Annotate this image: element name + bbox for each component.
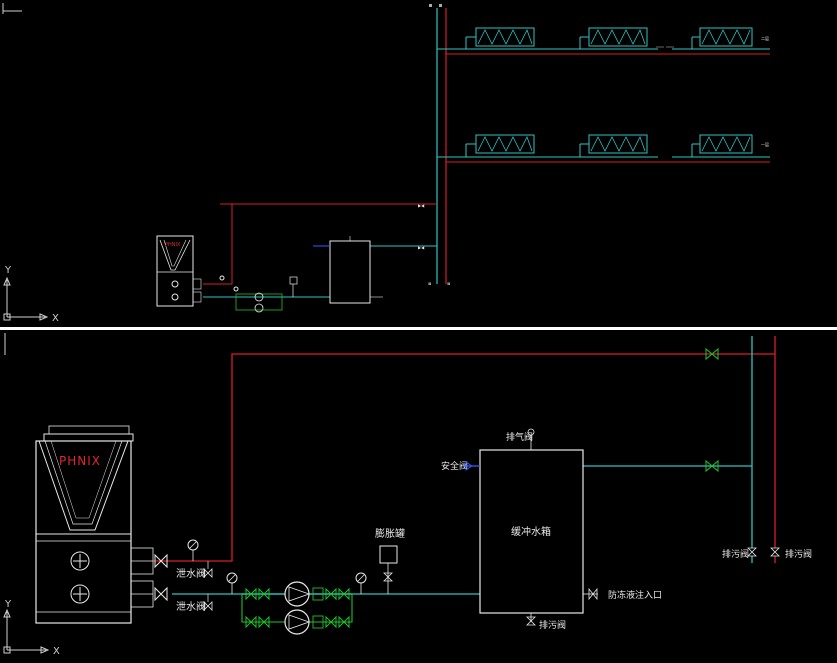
fan-coil-icon xyxy=(579,27,648,49)
expansion-tank[interactable]: 膨胀罐 xyxy=(375,527,405,594)
check-valve-icon[interactable] xyxy=(258,615,270,629)
return-drain-valve-label: 泄水阀 xyxy=(176,600,206,613)
gate-valve-icon[interactable] xyxy=(245,587,257,601)
fan-inlet-icon xyxy=(70,584,90,604)
supply-drain-valve-label: 泄水阀 xyxy=(176,567,206,580)
ucs-x-label-bottom: X xyxy=(53,646,60,657)
fan-coil-icon xyxy=(465,134,535,157)
floor-1-label: 一层 xyxy=(761,141,769,147)
gate-valve-icon[interactable] xyxy=(245,615,257,629)
svg-text:⊠: ⊠ xyxy=(447,281,450,286)
buffer-tank-label: 缓冲水箱 xyxy=(511,525,551,538)
ucs-axis-icon: Y X xyxy=(3,599,60,657)
pressure-gauge-icon xyxy=(226,572,238,594)
vent-valve-label: 排气阀 xyxy=(506,431,533,443)
viewport-divider xyxy=(0,327,837,330)
svg-text:▶◀: ▶◀ xyxy=(418,245,425,250)
fan-coil-icon xyxy=(465,27,535,49)
safety-valve-label: 安全阀 xyxy=(441,460,468,472)
ucs-axis-icon: Y X xyxy=(3,265,59,324)
vent-valve-icon[interactable] xyxy=(527,428,535,450)
pressure-gauge-icon xyxy=(187,539,199,561)
ucs-y-label: Y xyxy=(4,265,12,276)
check-valve-icon[interactable] xyxy=(325,587,337,601)
gate-valve-icon[interactable] xyxy=(338,587,350,601)
floor-2-label: 二层 xyxy=(761,35,769,41)
check-valve-icon[interactable] xyxy=(325,615,337,629)
fan-coil-icon xyxy=(691,27,753,49)
fan-outlet-icon xyxy=(70,551,90,571)
heat-pump-unit[interactable]: PHNIX xyxy=(35,425,154,624)
ucs-x-label: X xyxy=(52,313,59,324)
left-riser-drain-label: 排污阀 xyxy=(722,548,749,560)
gate-valve-icon[interactable] xyxy=(705,347,719,361)
fan-coil-icon xyxy=(579,134,648,157)
overview-viewport: 二层 一层 xyxy=(156,4,770,313)
right-riser-drain-label: 排污阀 xyxy=(785,548,812,560)
gate-valve-icon[interactable] xyxy=(338,615,350,629)
circulation-pump-icon[interactable] xyxy=(284,581,311,607)
overview-brand: PHNIX xyxy=(165,242,181,248)
fan-coil-icon xyxy=(691,134,753,157)
pump-group xyxy=(241,581,353,635)
gate-valve-icon[interactable] xyxy=(154,553,168,569)
bottom-drain-valve-label: 排污阀 xyxy=(539,619,566,631)
buffer-tank[interactable]: 缓冲水箱 xyxy=(479,449,584,614)
floor-1-branch: 一层 xyxy=(437,134,770,163)
circulation-pump-icon[interactable] xyxy=(284,609,311,635)
drain-valve-icon[interactable] xyxy=(770,547,780,557)
antifreeze-inlet-label: 防冻液注入口 xyxy=(608,589,662,601)
gate-valve-icon[interactable] xyxy=(705,459,719,473)
floor-2-branch: 二层 xyxy=(437,27,770,55)
svg-text:⊠: ⊠ xyxy=(428,281,431,286)
gate-valve-icon[interactable] xyxy=(154,586,168,602)
heat-pump-brand: PHNIX xyxy=(59,454,101,468)
drain-valve-icon[interactable] xyxy=(747,547,757,557)
drain-valve-icon[interactable] xyxy=(526,613,536,626)
check-valve-icon[interactable] xyxy=(258,587,270,601)
ucs-y-label-bottom: Y xyxy=(4,599,12,610)
supply-pipe xyxy=(153,353,776,562)
expansion-tank-label: 膨胀罐 xyxy=(375,527,405,540)
overview-heat-pump: PHNIX xyxy=(156,235,202,307)
detail-viewport: PHNIX xyxy=(35,336,812,635)
pressure-gauge-icon xyxy=(355,572,367,594)
svg-text:▶◀: ▶◀ xyxy=(418,203,425,208)
